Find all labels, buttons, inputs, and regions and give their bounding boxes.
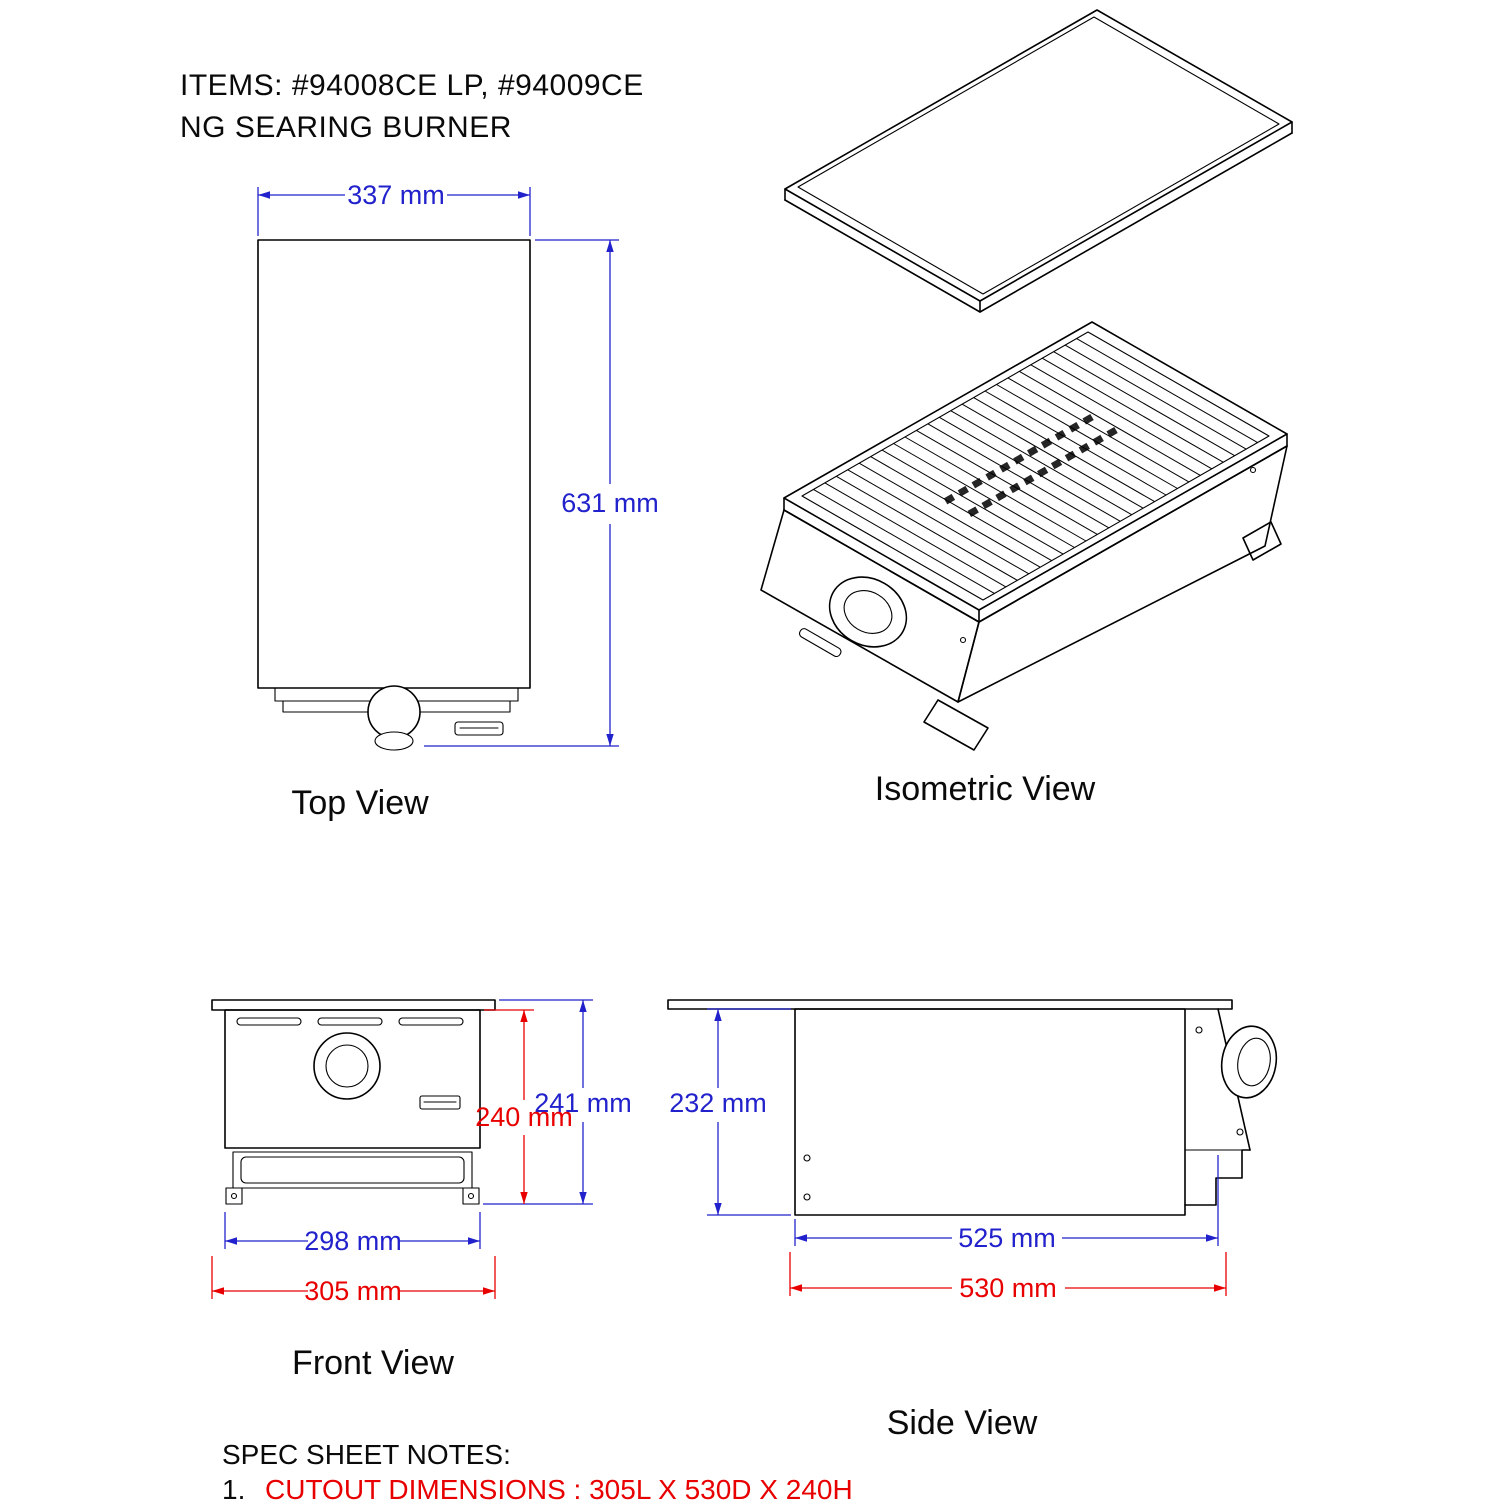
side-view-drawing (667, 999, 1278, 1216)
front-view-body-width-dimension: 298 mm (304, 1226, 402, 1256)
isometric-badge (798, 628, 842, 658)
isometric-burner-strips (939, 413, 1118, 521)
isometric-body-faces (760, 445, 1288, 751)
title-line-2: NG SEARING BURNER (180, 111, 512, 144)
side-view-cutout-depth-dimension: 530 mm (959, 1273, 1057, 1303)
front-view-dimensions: 241 mm 240 mm 298 mm 305 mm (211, 999, 632, 1306)
isometric-lid (784, 9, 1293, 313)
isometric-view-label: Isometric View (875, 770, 1096, 808)
notes-heading: SPEC SHEET NOTES: (222, 1439, 511, 1470)
top-view-dimensions: 337 mm 631 mm (257, 180, 659, 747)
side-view-flange (667, 999, 1233, 1010)
front-view-badge (419, 1095, 461, 1110)
top-view-knob (367, 685, 421, 739)
side-view-height-dimension: 232 mm (669, 1088, 767, 1118)
top-view-badge (454, 721, 504, 736)
front-view-drawing (211, 999, 496, 1205)
side-view-label: Side View (887, 1404, 1038, 1442)
side-view-body-depth-dimension: 525 mm (958, 1223, 1056, 1253)
isometric-view-drawing (760, 9, 1293, 751)
front-view-overall-height-dimension: 241 mm (534, 1088, 632, 1118)
front-view-cutout-width-dimension: 305 mm (304, 1276, 402, 1306)
top-view-label: Top View (291, 784, 429, 822)
spec-sheet-notes: SPEC SHEET NOTES: 1. CUTOUT DIMENSIONS :… (222, 1439, 853, 1500)
side-view-dimensions: 232 mm 525 mm 530 mm (669, 1008, 1227, 1303)
isometric-grate-slats (813, 338, 1258, 594)
front-view-cutout-height-dimension: 240 mm (475, 1102, 573, 1132)
front-view-label: Front View (292, 1344, 454, 1382)
top-view-width-dimension: 337 mm (347, 180, 445, 210)
front-view-flange (211, 999, 496, 1011)
note-1-number: 1. (222, 1474, 245, 1500)
side-view-knob (1220, 1025, 1278, 1099)
title-line-1: ITEMS: #94008CE LP, #94009CE (180, 69, 644, 102)
front-view-knob (313, 1032, 381, 1100)
header-title: ITEMS: #94008CE LP, #94009CE NG SEARING … (180, 69, 644, 144)
top-view-drawing (257, 239, 531, 751)
top-view-height-dimension: 631 mm (561, 488, 659, 518)
note-1-cutout-dimensions: CUTOUT DIMENSIONS : 305L X 530D X 240H (265, 1474, 853, 1500)
isometric-knob (828, 576, 908, 648)
